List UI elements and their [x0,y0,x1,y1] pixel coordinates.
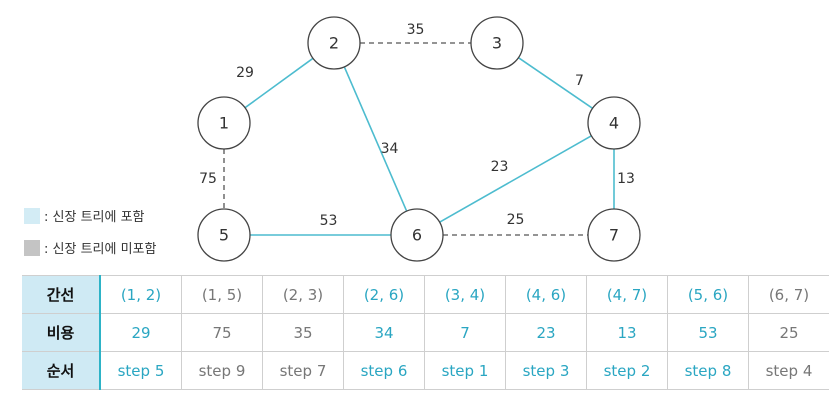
legend-included-swatch [24,207,40,224]
table-row-edges: 간선 (1, 2)(1, 5)(2, 3)(2, 6)(3, 4)(4, 6)(… [22,275,829,314]
node-3: 3 [470,16,524,70]
edge-2-6 [343,66,408,212]
node-5: 5 [197,208,251,262]
node-1: 1 [197,96,251,150]
legend-excluded-label: : 신장 트리에 미포함 [44,242,157,257]
cell-edge: (4, 7) [586,275,668,314]
cell-order: step 3 [505,351,587,390]
cell-cost: 75 [181,313,263,352]
cell-cost: 25 [748,313,829,352]
edge-weight-5-6: 53 [320,213,338,229]
cell-cost: 13 [586,313,668,352]
edge-weight-4-6: 23 [491,159,509,175]
cell-edge: (1, 5) [181,275,263,314]
cell-edge: (5, 6) [667,275,749,314]
legend-included: : 신장 트리에 포함 [24,206,145,225]
cell-cost: 29 [99,313,182,352]
node-circle [390,208,444,262]
node-circle [587,96,641,150]
cell-edge: (4, 6) [505,275,587,314]
cell-order: step 8 [667,351,749,390]
node-circle [587,208,641,262]
cell-edge: (3, 4) [424,275,506,314]
edge-weight-1-2: 29 [236,65,254,81]
cell-order: step 2 [586,351,668,390]
legend-excluded-swatch [24,239,40,256]
legend-excluded: : 신장 트리에 미포함 [24,238,156,257]
cell-order: step 5 [99,351,182,390]
node-6: 6 [390,208,444,262]
edge-weight-2-6: 34 [381,141,399,157]
edges-layer [223,42,615,236]
legend-included-label: : 신장 트리에 포함 [44,210,145,225]
node-label: 7 [609,226,619,245]
cell-cost: 34 [343,313,425,352]
edge-weight-2-3: 35 [407,22,425,38]
node-4: 4 [587,96,641,150]
cell-cost: 23 [505,313,587,352]
header-cost: 비용 [22,313,101,352]
node-label: 1 [219,114,229,133]
cell-order: step 6 [343,351,425,390]
edge-3-4 [518,57,593,109]
cell-edge: (1, 2) [99,275,182,314]
node-7: 7 [587,208,641,262]
mst-steps-table: 간선 (1, 2)(1, 5)(2, 3)(2, 6)(3, 4)(4, 6)(… [22,275,829,390]
node-circle [197,96,251,150]
cell-cost: 35 [262,313,344,352]
node-2: 2 [307,16,361,70]
cell-order: step 7 [262,351,344,390]
cell-cost: 7 [424,313,506,352]
node-circle [470,16,524,70]
edge-1-2 [244,57,314,109]
node-label: 3 [492,34,502,53]
cell-cost: 53 [667,313,749,352]
edge-4-6 [439,135,592,223]
cell-order: step 4 [748,351,829,390]
node-circle [307,16,361,70]
header-edge: 간선 [22,275,101,314]
node-label: 6 [412,226,422,245]
node-label: 2 [329,34,339,53]
cell-edge: (2, 3) [262,275,344,314]
cell-edge: (6, 7) [748,275,829,314]
edge-weight-3-4: 7 [575,73,584,89]
cell-edge: (2, 6) [343,275,425,314]
edge-weight-6-7: 25 [507,212,525,228]
node-label: 4 [609,114,619,133]
cell-order: step 9 [181,351,263,390]
node-label: 5 [219,226,229,245]
edge-weight-4-7: 13 [617,171,635,187]
cell-order: step 1 [424,351,506,390]
header-order: 순서 [22,351,101,390]
edge-weight-1-5: 75 [199,171,217,187]
node-circle [197,208,251,262]
